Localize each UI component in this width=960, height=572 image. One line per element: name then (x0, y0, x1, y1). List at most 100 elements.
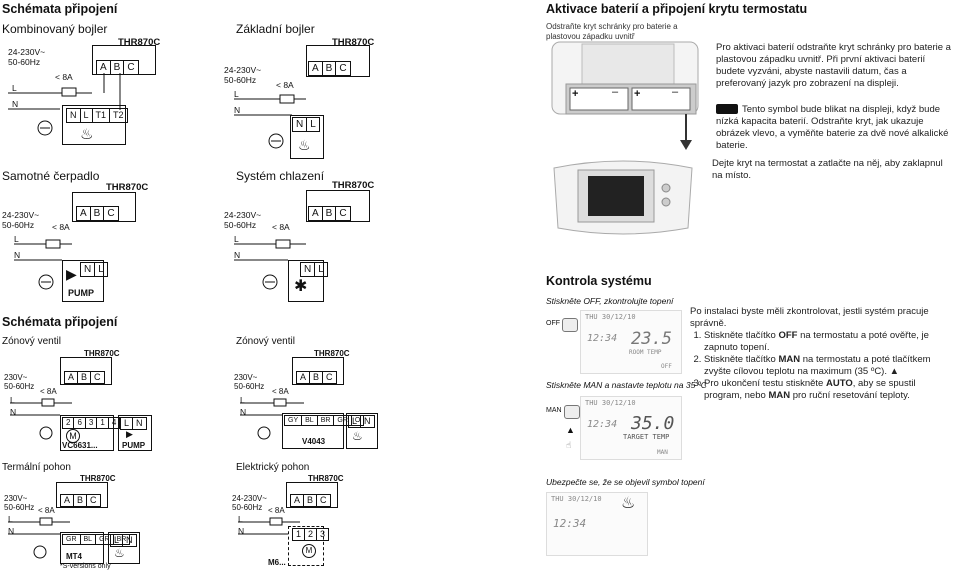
thermostat-model-label: THR870C (106, 182, 149, 193)
supply-frequency: 50-60Hz (234, 382, 265, 391)
up-triangle-icon: ▲ (889, 366, 900, 377)
motor-icon: M (66, 429, 80, 443)
wiring-lines (238, 517, 300, 535)
wiring-lines (8, 73, 121, 136)
lcd-room-temp-label: ROOM TEMP (629, 349, 662, 356)
lcd-date: THU 30/12/10 (585, 313, 636, 321)
actuator-model-label: MT4 (66, 552, 82, 561)
wiring-lines (8, 517, 70, 559)
heading-wiring-2: Schémata připojení (2, 315, 118, 329)
supply-voltage: 230V~ (234, 373, 258, 382)
supply-voltage: 230V~ (4, 373, 28, 382)
supply-voltage: 24-230V~ (2, 210, 40, 220)
heating-flame-icon: ♨ (80, 126, 94, 143)
fuse-rating: < 8A (38, 506, 55, 515)
actuator-box (288, 526, 324, 566)
thermostat-model-label: THR870C (314, 349, 350, 358)
caption-heating-symbol: Ubezpečte se, že se objevil symbol topen… (546, 477, 705, 487)
lcd-target-temp-label: TARGET TEMP (623, 433, 670, 441)
heading-battery-activation: Aktivace baterií a připojení krytu termo… (546, 2, 808, 16)
fuse-rating: < 8A (55, 72, 73, 82)
heating-flame-icon: ♨ (352, 429, 363, 443)
boiler-box (108, 532, 140, 564)
supply-frequency: 50-60Hz (8, 57, 41, 67)
system-check-text: Po instalaci byste měli zkontrolovat, je… (690, 306, 956, 402)
neutral-label: N (240, 407, 247, 417)
lcd-date: THU 30/12/10 (585, 399, 636, 407)
thermostat-battery-drawing (551, 41, 699, 150)
thermostat-box (292, 357, 344, 385)
man-button[interactable] (564, 405, 580, 419)
supply-frequency: 50-60Hz (224, 75, 257, 85)
thermostat-box (60, 357, 112, 385)
battery-activation-text: Pro aktivaci baterií odstraňte kryt schr… (716, 42, 951, 89)
diagram-title-cooling: Systém chlazení (236, 169, 325, 183)
supply-voltage: 230V~ (4, 494, 28, 503)
lcd-temperature: 35.0 (631, 413, 675, 434)
caption-press-off: Stiskněte OFF, zkontrolujte topení (546, 296, 674, 306)
supply-frequency: 50-60Hz (4, 382, 35, 391)
boiler-box (346, 413, 378, 449)
line-label: L (8, 514, 13, 524)
supply-voltage: 24-230V~ (224, 210, 262, 220)
off-button-label: OFF (546, 320, 560, 327)
thermostat-model-label: THR870C (332, 180, 375, 191)
wiring-lines (234, 239, 306, 290)
fuse-rating: < 8A (40, 387, 57, 396)
boiler-box (62, 105, 126, 145)
pump-label: PUMP (68, 288, 95, 298)
fuse-rating: < 8A (272, 387, 289, 396)
diagram-title-electric-actuator: Elektrický pohon (236, 462, 310, 473)
supply-frequency: 50-60Hz (224, 220, 257, 230)
pump-icon: ▶ (66, 266, 77, 282)
heating-flame-icon: ♨ (114, 546, 125, 560)
thermostat-box (286, 482, 338, 508)
neutral-label: N (234, 250, 241, 260)
battery-minus-icon: – (672, 86, 679, 98)
fuse-rating: < 8A (268, 506, 285, 515)
pump-icon: ▶ (126, 429, 133, 439)
wiring-lines (14, 239, 72, 290)
valve-box (282, 413, 344, 449)
neutral-label: N (12, 99, 19, 109)
off-button[interactable] (562, 318, 578, 332)
line-label: L (234, 234, 239, 244)
pump-box (62, 260, 104, 302)
actuator-box (60, 532, 104, 564)
fuse-rating: < 8A (276, 80, 294, 90)
up-arrow-icon[interactable]: ▲ (566, 425, 575, 435)
hand-pointer-icon: ☝ (566, 440, 572, 450)
valve-model-label: V4043 (302, 437, 326, 446)
thermostat-battery-illustration: + – + – (546, 40, 704, 150)
supply-frequency: 50-60Hz (4, 503, 35, 512)
diagram-title-thermal-actuator: Termální pohon (2, 462, 71, 473)
thermostat-cover-drawing (553, 160, 693, 235)
diagram-title-pump: Samotné čerpadlo (2, 169, 100, 183)
battery-plus-icon: + (634, 88, 641, 100)
thermostat-box (306, 45, 370, 77)
supply-voltage: 24-230V~ (232, 494, 267, 503)
heading-wiring-1: Schémata připojení (2, 2, 118, 16)
wiring-lines (10, 398, 72, 440)
lcd-display-heating: THU 30/12/10 ♨ 12:34 (546, 492, 648, 556)
neutral-label: N (234, 105, 241, 115)
pump-label: PUMP (122, 441, 146, 450)
heating-flame-icon: ♨ (621, 495, 636, 512)
